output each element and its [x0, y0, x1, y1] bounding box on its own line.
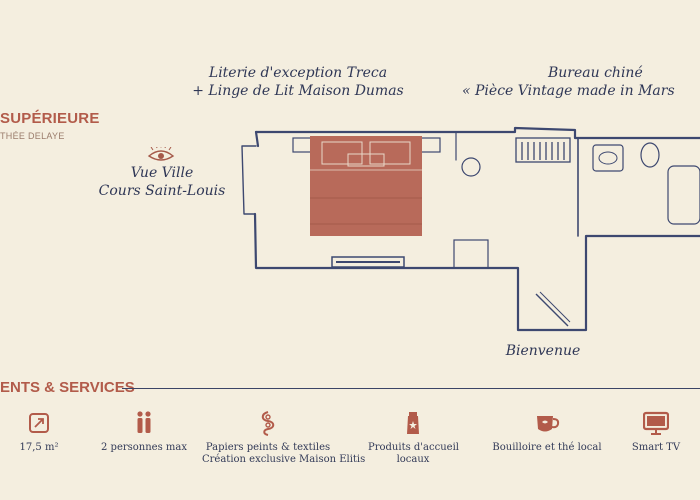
view-caption: Vue Ville Cours Saint-Louis	[82, 164, 242, 200]
desk-caption-line-2: « Pièce Vintage made in Mars	[462, 83, 675, 99]
desk-caption-line-1: Bureau chiné	[548, 65, 643, 81]
service-toiletries: Produits d'accueil locaux	[368, 410, 459, 466]
service-area: 17,5 m²	[14, 410, 64, 454]
room-title: SUPÉRIEURE	[0, 110, 100, 127]
service-wallpaper-label-2: Création exclusive Maison Elitis	[202, 454, 366, 465]
area-icon	[29, 413, 49, 433]
service-wallpaper-label-1: Papiers peints & textiles	[205, 442, 331, 453]
service-tea-label: Bouilloire et thé local	[492, 442, 602, 453]
wallpaper-swirl-icon	[261, 411, 275, 436]
services-title: ENTS & SERVICES	[0, 379, 135, 396]
welcome-caption: Bienvenue	[505, 343, 581, 359]
service-tv-label: Smart TV	[631, 442, 681, 453]
tv-icon	[643, 411, 669, 435]
service-toiletries-label-1: Produits d'accueil	[368, 442, 459, 453]
service-area-label: 17,5 m²	[19, 442, 59, 453]
service-people-label: 2 personnes max	[101, 442, 187, 453]
bedding-caption-line-2: + Linge de Lit Maison Dumas	[192, 83, 404, 99]
teacup-icon	[537, 416, 560, 432]
service-wallpaper: Papiers peints & textiles Création exclu…	[202, 410, 366, 466]
view-caption-line-1: Vue Ville	[130, 165, 194, 181]
service-people: 2 personnes max	[96, 410, 192, 454]
service-toiletries-label-2: locaux	[396, 454, 430, 465]
toiletries-icon	[407, 412, 419, 434]
view-caption-line-2: Cours Saint-Louis	[98, 183, 226, 199]
services-divider	[122, 388, 700, 389]
bedding-caption-line-1: Literie d'exception Treca	[208, 65, 388, 81]
eye-icon	[147, 147, 175, 161]
service-tv: Smart TV	[626, 410, 686, 454]
desk-caption: Bureau chiné « Pièce Vintage made in Mar…	[456, 64, 700, 100]
people-icon	[137, 411, 151, 433]
bedding-caption: Literie d'exception Treca + Linge de Lit…	[168, 64, 428, 100]
service-tea: Bouilloire et thé local	[492, 410, 602, 454]
bed-illustration	[310, 136, 422, 236]
room-subtitle: THÉE DELAYE	[0, 131, 65, 141]
